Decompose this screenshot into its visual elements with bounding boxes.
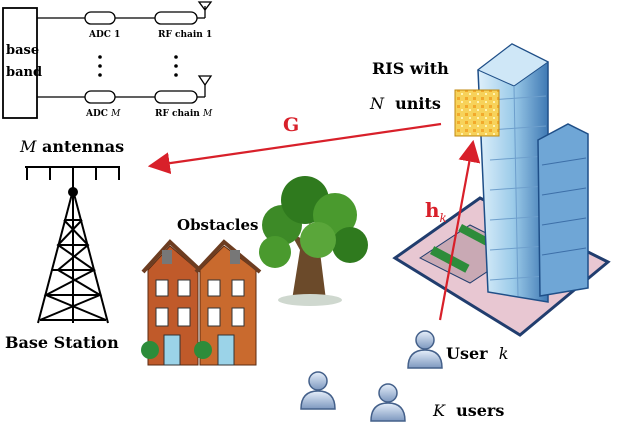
user-k-icon (407, 330, 443, 369)
user-icon-2 (370, 383, 406, 422)
house-icon-1 (141, 239, 204, 366)
base-station-tower-icon (37, 187, 109, 324)
tree-icon (259, 176, 368, 306)
channel-G-label: G (283, 114, 300, 136)
adc-1-label: ADC 1 (89, 30, 121, 40)
base-station-label: Base Station (5, 333, 119, 352)
ellipsis-dots (98, 55, 178, 77)
channel-h-label: hk (425, 198, 447, 225)
user-k-label: User k (446, 344, 509, 363)
baseband-box (2, 7, 38, 119)
ris-label-line2: N units (370, 94, 441, 113)
rf-chain-M-label: RF chain M (155, 109, 213, 119)
channel-h-arrow (438, 139, 481, 321)
k-users-label: K users (433, 401, 505, 420)
house-icon-2 (194, 239, 262, 366)
baseband-label-line2: band (6, 65, 43, 80)
ris-label-line1: RIS with (372, 59, 449, 78)
antennas-label: M antennas (20, 137, 125, 156)
ris-panel (454, 89, 500, 137)
baseband-label-line1: base (6, 43, 40, 58)
rf-chain-row-1 (37, 1, 213, 25)
adc-M-label: ADC M (86, 109, 121, 119)
channel-G-arrow (147, 122, 442, 175)
user-icon-1 (300, 371, 336, 410)
rf-chain-row-M (37, 75, 213, 104)
rf-chain-1-label: RF chain 1 (158, 30, 213, 40)
obstacles-label: Obstacles (177, 216, 259, 234)
skyscraper-icon (477, 43, 589, 303)
